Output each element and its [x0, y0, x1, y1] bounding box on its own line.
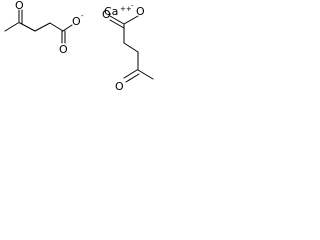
left-levulinate-anion: O O - O [4, 0, 84, 56]
left-carbonyl-oxygen: O [59, 43, 68, 56]
right-methyl-bond [137, 69, 154, 80]
right-carbonyl-double-bond-a [109, 15, 125, 25]
left-methyl-bond [4, 22, 19, 32]
right-carbonyl-oxygen: O [102, 8, 111, 21]
left-carboxyl-single-bond [62, 24, 73, 32]
left-chain-bond-2 [34, 22, 51, 32]
left-chain-bond-1 [19, 22, 36, 32]
calcium-charge: ++ [120, 5, 132, 13]
right-ketone-double-bond-b [125, 73, 140, 83]
right-chain-bond-2 [123, 42, 139, 53]
calcium-atom: Ca [104, 5, 118, 18]
right-ketone-oxygen: O [115, 80, 124, 93]
right-carbonyl-double-bond-b [109, 19, 125, 29]
right-carboxylate-charge: - [131, 2, 134, 10]
calcium-cation: Ca ++ [104, 5, 132, 18]
right-levulinate-anion: O - O O [102, 2, 154, 93]
chemical-structure: O O - O Ca ++ O - O O [4, 0, 154, 93]
left-carboxylate-oxygen: O [72, 15, 81, 28]
right-carboxyl-single-bond [123, 15, 139, 25]
left-chain-bond-3 [49, 22, 64, 32]
left-ketone-oxygen: O [15, 0, 24, 12]
left-carboxylate-charge: - [81, 12, 84, 20]
right-ketone-double-bond-a [123, 69, 138, 79]
right-carboxylate-oxygen: O [136, 5, 145, 18]
